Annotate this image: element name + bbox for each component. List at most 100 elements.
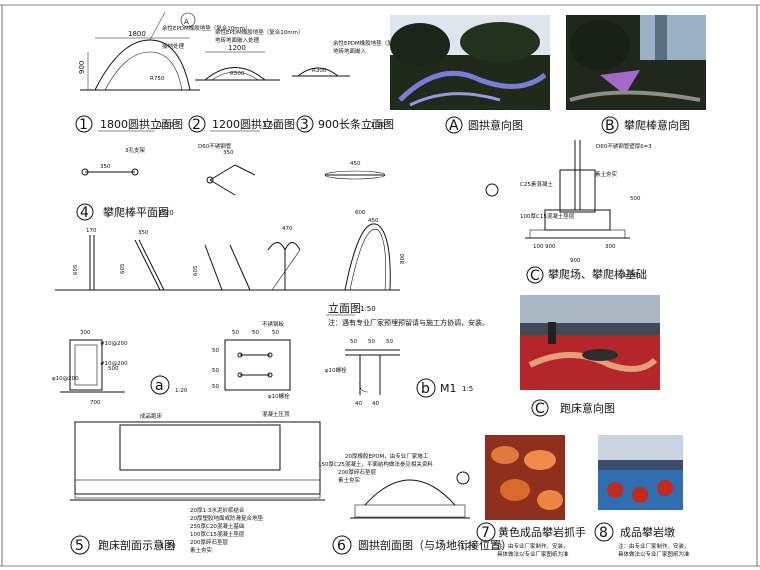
- dc-dim-500: 500: [630, 196, 641, 202]
- detail-c-foundation: 900 100 300 900 500 D60不锈钢管壁厚δ=3 100厚C15…: [485, 140, 652, 284]
- detail-3-scale: 1:30: [370, 121, 386, 129]
- detail-a-scale: 1:20: [175, 388, 188, 394]
- photo-b-climbing: B 攀爬棒意向图: [566, 15, 706, 134]
- detail-5-runbed-section: 成品跑床 混凝土压顶 20厚1:3水泥砂浆结合 20厚塑胶地面或防滑复合地垫 2…: [70, 410, 325, 555]
- d5-note-5: 素土夯实: [190, 546, 213, 554]
- detail-4-number: 4: [80, 205, 89, 221]
- dc-note-b: 100厚C15混凝土垫层: [520, 212, 575, 220]
- dc-note-d: 素土夯实: [595, 170, 618, 178]
- dim-1200: 1200: [228, 44, 246, 52]
- d4-dim-450a: 450: [350, 161, 361, 167]
- bp-dim-50f: 50: [212, 384, 219, 390]
- d6-note-0: 20厚橡胶EPDM，由专业厂家施工: [345, 452, 429, 460]
- detail-b-number: b: [421, 381, 430, 397]
- bp-plate-note: 不锈钢板: [262, 320, 285, 328]
- detail-5-number-circle: [70, 535, 90, 555]
- marker-a-text: A: [184, 18, 189, 26]
- detail-6-number-circle: [332, 535, 352, 555]
- dim-r750: R750: [150, 76, 165, 82]
- d4-note-b: D60不锈钢管: [198, 142, 232, 150]
- da-dim-700: 700: [90, 400, 101, 406]
- photo-8-piers: 8 成品攀岩墩 注：由专业厂家制作、安装， 具体做法以专业厂家图纸为准: [594, 435, 690, 558]
- d5-note-2: 250厚C20混凝土基础: [190, 522, 245, 530]
- d5-note-1: 20厚塑胶地面或防滑复合地垫: [190, 514, 263, 522]
- detail-2-scale: 1:50: [262, 121, 278, 129]
- d2-note-b: 地砖地面嵌入处理: [215, 36, 260, 44]
- dc-dim-900: 900: [545, 244, 556, 250]
- d4-dim-350a: 350: [100, 164, 111, 170]
- dc-dim-100: 100: [533, 244, 544, 250]
- bp-bolt-note: φ10螺栓: [268, 392, 290, 400]
- photo-a-arch: A 圆拱意向图: [390, 15, 550, 134]
- detail-b-m1: 50 50 50 40 40 φ10螺栓 b M1 1:5: [325, 339, 473, 407]
- bp-dim-50b: 50: [252, 330, 259, 336]
- photo-b-title: 攀爬棒意向图: [624, 118, 690, 132]
- detail-c-title: 攀爬场、攀爬棒基础: [548, 267, 647, 281]
- photo-b-number: B: [605, 118, 615, 134]
- detail-b-title: M1: [440, 382, 457, 395]
- d7-note-0: 注：由专业厂家制作、安装，: [497, 542, 569, 550]
- detail-4-number-circle: [76, 203, 94, 221]
- d6-note-1: 150厚C25混凝土，平面结构做法参见相关资料: [318, 460, 433, 468]
- elevation-title: 立面图: [328, 301, 361, 315]
- detail-5-title: 跑床剖面示意图: [98, 538, 175, 552]
- detail-1-title: 1800圆拱立面图: [100, 117, 183, 131]
- detail-b-number-circle: [416, 378, 436, 398]
- detail-3-strip-900: R300 余性EPDM橡胶地垫（复合10mm） 地砖地面嵌入 3 900长条立面…: [292, 39, 422, 133]
- bp-dim-50a: 50: [232, 330, 239, 336]
- detail-7-number: 7: [481, 525, 490, 541]
- d6-note-2: 200厚碎石垫层: [338, 468, 376, 476]
- d1-note-a: 余性EPDM橡胶地垫（复合10mm）: [162, 24, 251, 32]
- d5-note-0: 20厚1:3水泥砂浆结合: [190, 506, 245, 514]
- dc-note-c: C25素混凝土: [520, 180, 553, 188]
- detail-6-title: 圆拱剖面图（与场地衔接位置）: [358, 538, 512, 552]
- detail-4-title: 攀爬棒平面图: [103, 205, 169, 219]
- elevation-note-text: 注：遇有专业厂家预埋预留请与施工方协调，安装。: [328, 318, 489, 327]
- detail-8-number: 8: [599, 525, 608, 541]
- marker-a-circle: [180, 12, 196, 28]
- detail-2-title: 1200圆拱立面图: [212, 117, 295, 131]
- m1-dim-50a: 50: [350, 339, 357, 345]
- m1-dim-50b: 50: [368, 339, 375, 345]
- bp-dim-50d: 50: [212, 348, 219, 354]
- bp-dim-50e: 50: [212, 368, 219, 374]
- dim-r500: R500: [230, 71, 245, 77]
- elev-dim-605b: 605: [120, 263, 126, 274]
- detail-5-scale: 1:20: [160, 542, 176, 550]
- elevation-scale: 1:50: [360, 305, 376, 313]
- detail-1-number: 1: [79, 117, 88, 133]
- elev-dim-605a: 605: [73, 264, 79, 275]
- da-dim-300: 300: [80, 330, 91, 336]
- detail-7-number-circle: [476, 522, 496, 542]
- d4-dim-350b: 350: [223, 150, 234, 156]
- d8-note-0: 注：由专业厂家制作、安装，: [618, 542, 690, 550]
- base-plate-detail: 50 50 50 50 50 50 不锈钢板 φ10螺栓: [212, 320, 291, 400]
- da-dim-500: 500: [108, 366, 119, 372]
- detail-1-scale: 1:50: [158, 121, 174, 129]
- photo-c-runbed: C 跑床意向图: [520, 295, 660, 417]
- dim-1800: 1800: [128, 30, 146, 38]
- photo-c-title: 跑床意向图: [560, 401, 615, 415]
- detail-6-arch-section: 20厚橡胶EPDM，由专业厂家施工 150厚C25混凝土，平面结构做法参见相关资…: [318, 452, 512, 555]
- d5-note-3: 100厚C15混凝土垫层: [190, 530, 245, 538]
- detail-2-number-circle: [188, 115, 206, 133]
- dim-900: 900: [78, 61, 86, 74]
- detail-3-number-circle: [296, 115, 314, 133]
- m1-dim-50c: 50: [386, 339, 393, 345]
- m1-dim-40b: 40: [372, 401, 379, 407]
- detail-1-number-circle: [75, 115, 93, 133]
- detail-8-title: 成品攀岩墩: [620, 525, 675, 539]
- da-note-c: φ10@200: [52, 376, 79, 382]
- dim-r300: R300: [312, 68, 327, 74]
- detail-6-number: 6: [337, 538, 346, 554]
- elevation-note: 立面图 1:50 注：遇有专业厂家预埋预留请与施工方协调，安装。: [326, 301, 489, 327]
- detail-a-number: a: [155, 378, 164, 394]
- detail-b-scale: 1:5: [462, 385, 473, 393]
- d1-note-b: 接地处理: [162, 42, 185, 50]
- photo-a-number: A: [449, 118, 459, 134]
- detail-4-scale: 1:20: [158, 209, 174, 217]
- elev-dim-450: 450: [368, 218, 379, 224]
- d8-note-1: 具体做法以专业厂家图纸为准: [618, 550, 690, 558]
- detail-a-number-circle: [150, 375, 170, 395]
- d7-note-1: 具体做法以专业厂家图纸为准: [497, 550, 569, 558]
